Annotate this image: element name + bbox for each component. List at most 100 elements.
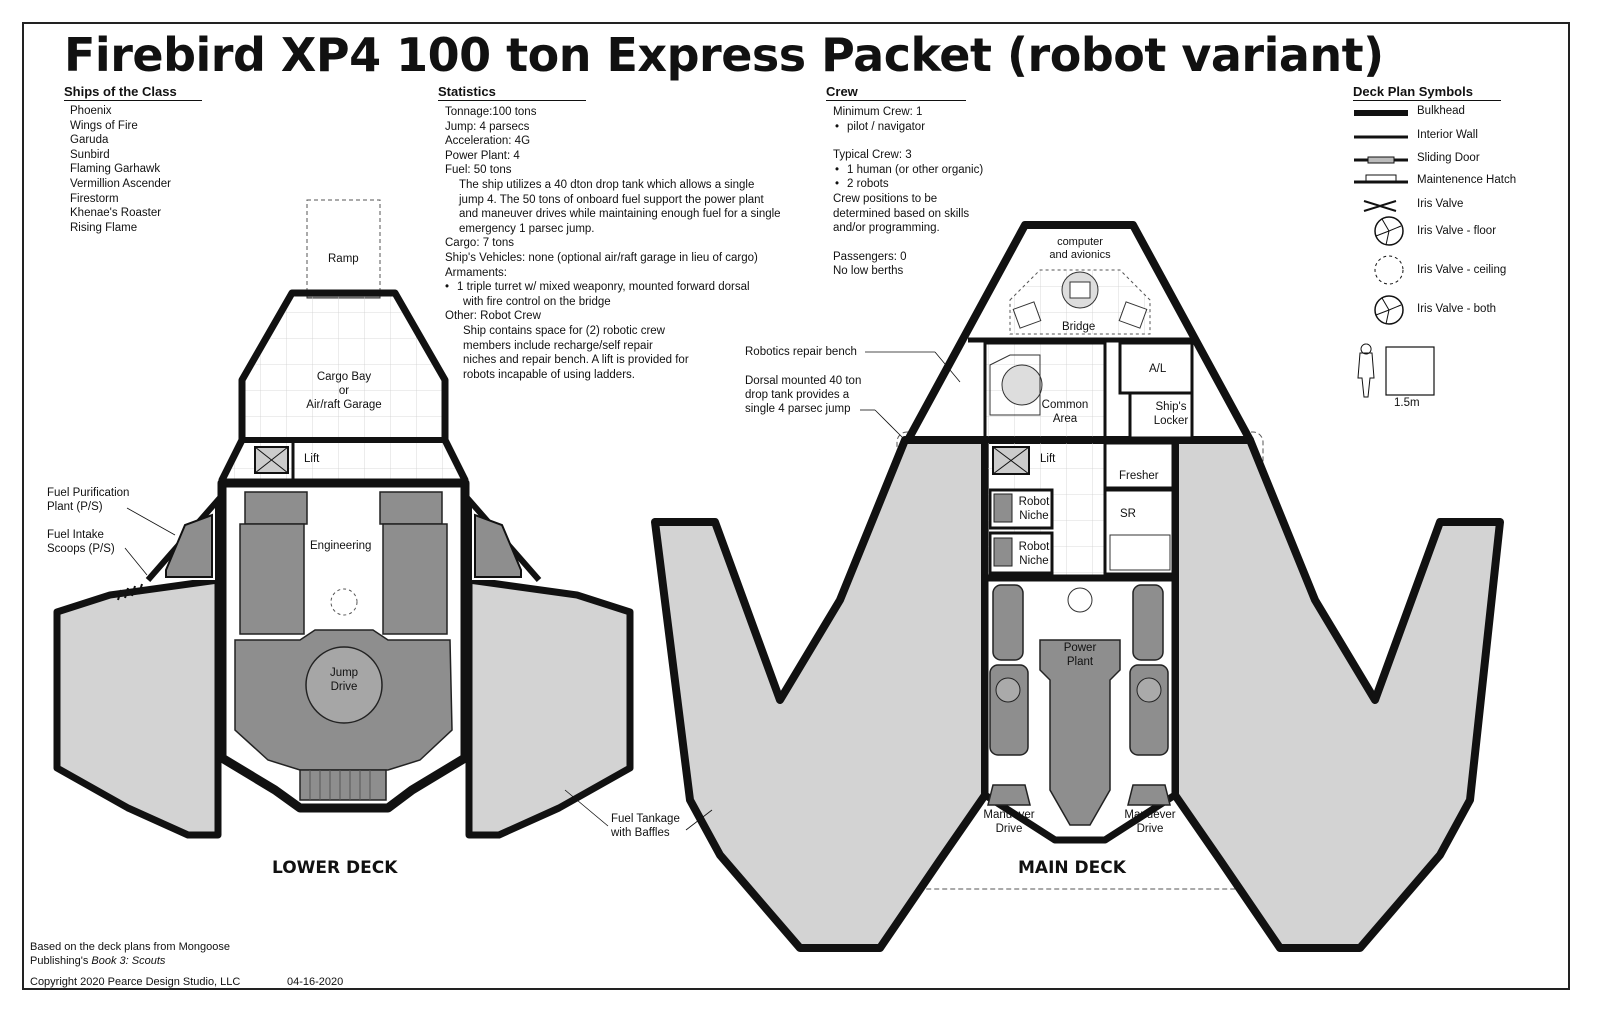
ship-name: Wings of Fire xyxy=(70,119,138,132)
legend-maintenance-hatch: Maintenence Hatch xyxy=(1417,174,1517,186)
main-deck-plan xyxy=(651,221,1504,952)
crew-heading: Crew xyxy=(826,84,966,101)
manuever-line: Manuever xyxy=(1124,809,1176,821)
common-area xyxy=(983,341,1107,440)
armament-item: 1 triple turret w/ mixed weaponry, mount… xyxy=(445,280,781,295)
date-text: 04-16-2020 xyxy=(287,976,344,988)
other-note: niches and repair bench. A lift is provi… xyxy=(463,354,689,367)
main-lift-label: Lift xyxy=(1040,453,1056,465)
ship-name: Sunbird xyxy=(70,148,110,161)
computer-line: computer xyxy=(1057,236,1103,248)
power-plant-machinery xyxy=(987,584,1171,826)
computer-line: and avionics xyxy=(1049,249,1111,261)
locker-line: Locker xyxy=(1153,415,1189,427)
stat-accel: Acceleration: 4G xyxy=(445,135,531,148)
airlock-label: A/L xyxy=(1149,363,1167,375)
scale-square xyxy=(1385,346,1435,396)
other-note: Ship contains space for (2) robotic crew xyxy=(463,324,665,337)
legend-interior-wall: Interior Wall xyxy=(1417,129,1478,141)
ship-name: Rising Flame xyxy=(70,221,138,234)
ships-list: Phoenix Wings of Fire Garuda Sunbird Fla… xyxy=(70,104,171,235)
ship-name: Khenae's Roaster xyxy=(70,207,162,220)
niche-line: Robot xyxy=(1018,496,1050,508)
stateroom-label: SR xyxy=(1120,508,1136,520)
robot-niche-1-label: Robot Niche xyxy=(1014,495,1054,523)
stat-jump: Jump: 4 parsecs xyxy=(445,120,530,133)
fuel-tankage-label: Fuel Tankage with Baffles xyxy=(611,812,680,840)
crew-note: Crew positions to be xyxy=(833,192,938,205)
fuel-note: emergency 1 parsec jump. xyxy=(459,222,595,235)
fuel-intake-line: Fuel Intake xyxy=(47,529,104,541)
armament-item-cont: with fire control on the bridge xyxy=(463,295,611,308)
stat-tonnage: Tonnage:100 tons xyxy=(445,106,537,118)
ramp-area xyxy=(306,199,381,293)
common-line: Common xyxy=(1041,399,1089,411)
drop-tank-line: drop tank provides a xyxy=(745,389,850,401)
ship-name: Phoenix xyxy=(70,105,112,117)
crew-min-item: pilot / navigator xyxy=(833,120,983,135)
jump-drive-core xyxy=(305,646,383,724)
crew-note: and/or programming. xyxy=(833,222,940,235)
drop-tank-line: single 4 parsec jump xyxy=(745,403,851,415)
jump-line: Drive xyxy=(330,681,358,693)
legend-iris-floor: Iris Valve - floor xyxy=(1417,225,1497,237)
manuever-drive-port-label: Manuever Drive xyxy=(978,808,1040,836)
drop-tank-line: Dorsal mounted 40 ton xyxy=(745,375,862,387)
legend-iris-ceiling: Iris Valve - ceiling xyxy=(1417,264,1507,276)
stat-other: Other: Robot Crew xyxy=(445,310,541,323)
common-line: Area xyxy=(1052,413,1078,425)
crew-min-item-text: pilot / navigator xyxy=(847,120,926,133)
fuel-tank-line: Fuel Tankage xyxy=(611,813,680,825)
manuever-line: Manuever xyxy=(983,809,1035,821)
airlock xyxy=(1118,341,1194,395)
fresher-label: Fresher xyxy=(1119,470,1159,482)
crew-typical-item: 1 human (or other organic) xyxy=(833,163,983,178)
lower-deck-plan xyxy=(53,199,634,839)
legend-sliding-door: Sliding Door xyxy=(1417,152,1480,164)
lower-lift-label: Lift xyxy=(304,453,320,465)
crew-typical: Typical Crew: 3 xyxy=(833,149,912,162)
main-wing-starboard xyxy=(1171,436,1504,952)
drop-tank-label: Dorsal mounted 40 ton drop tank provides… xyxy=(745,374,861,416)
fuel-tank-line: with Baffles xyxy=(611,827,670,839)
page-title: Firebird XP4 100 ton Express Packet (rob… xyxy=(64,28,1384,82)
ships-heading: Ships of the Class xyxy=(64,84,202,101)
robot-niche-2-label: Robot Niche xyxy=(1014,540,1054,568)
drawing-frame xyxy=(22,22,1570,990)
stat-armaments: Armaments: xyxy=(445,266,507,279)
manuever-line: Drive xyxy=(995,823,1023,835)
crew-note: determined based on skills xyxy=(833,207,970,220)
legend-iris-both: Iris Valve - both xyxy=(1417,303,1497,315)
fuel-purification-label: Fuel Purification Plant (P/S) xyxy=(47,486,129,514)
jump-line: Jump xyxy=(329,667,359,679)
credit-book: Book 3: Scouts xyxy=(91,955,166,967)
ship-name: Flaming Garhawk xyxy=(70,163,161,176)
crew-typical-item-text: 1 human (or other organic) xyxy=(847,163,984,176)
crew-berths: No low berths xyxy=(833,265,904,278)
bridge-label: Bridge xyxy=(1062,321,1096,333)
legend-symbols xyxy=(1354,110,1435,398)
niche-line: Niche xyxy=(1019,510,1049,522)
copyright-text: Copyright 2020 Pearce Design Studio, LLC xyxy=(30,976,241,988)
power-line: Power xyxy=(1063,642,1097,654)
fuel-note: and maneuver drives while maintaining en… xyxy=(459,208,781,221)
ship-name: Firestorm xyxy=(70,192,119,205)
stat-vehicles: Ship's Vehicles: none (optional air/raft… xyxy=(445,251,758,264)
fuel-tank-port xyxy=(53,576,222,839)
lower-deck-title: LOWER DECK xyxy=(272,858,398,878)
legend-bulkhead: Bulkhead xyxy=(1417,105,1465,117)
ship-name: Garuda xyxy=(70,134,109,147)
stats-list: Tonnage:100 tons Jump: 4 parsecs Acceler… xyxy=(445,105,781,382)
other-note: members include recharge/self repair xyxy=(463,339,653,352)
scale-figure xyxy=(1357,343,1375,398)
ramp-label: Ramp xyxy=(328,253,359,265)
ships-locker xyxy=(1128,391,1194,440)
stats-heading: Statistics xyxy=(438,84,586,101)
cargo-line: Cargo Bay xyxy=(316,371,372,383)
niche-line: Niche xyxy=(1019,555,1049,567)
cargo-line: Air/raft Garage xyxy=(306,399,382,411)
credit-line: Based on the deck plans from Mongoose xyxy=(30,941,230,953)
credit-text: Based on the deck plans from Mongoose Pu… xyxy=(30,940,230,968)
armament-text: 1 triple turret w/ mixed weaponry, mount… xyxy=(457,281,750,294)
